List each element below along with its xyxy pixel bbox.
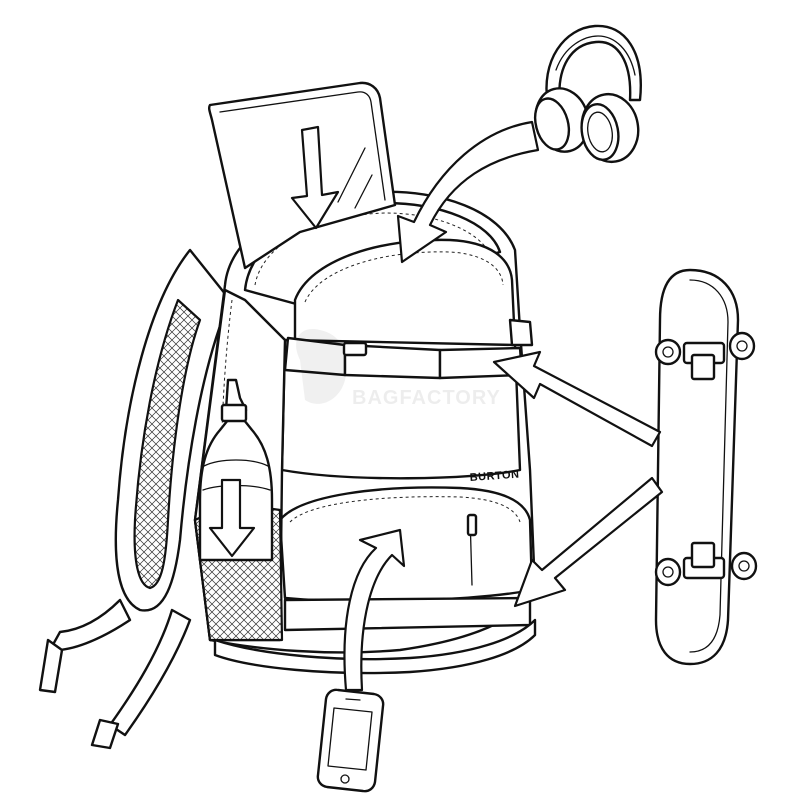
laptop — [207, 81, 397, 270]
arrow-water-bottle — [208, 478, 256, 558]
headphones — [533, 24, 642, 164]
brand-label: BURTON — [469, 469, 520, 484]
arrow-skateboard-top — [492, 350, 662, 448]
shoulder-strap — [38, 248, 232, 750]
arrow-smartphone — [343, 528, 406, 692]
watermark: BAGFACTORY — [296, 329, 501, 409]
skateboard — [654, 268, 758, 666]
watermark-logo-icon — [296, 329, 347, 404]
arrow-laptop — [290, 125, 340, 230]
watermark-text: BAGFACTORY — [352, 387, 501, 409]
arrow-skateboard-bottom — [513, 476, 664, 608]
arrow-headphones — [396, 120, 540, 264]
smartphone — [316, 688, 385, 793]
